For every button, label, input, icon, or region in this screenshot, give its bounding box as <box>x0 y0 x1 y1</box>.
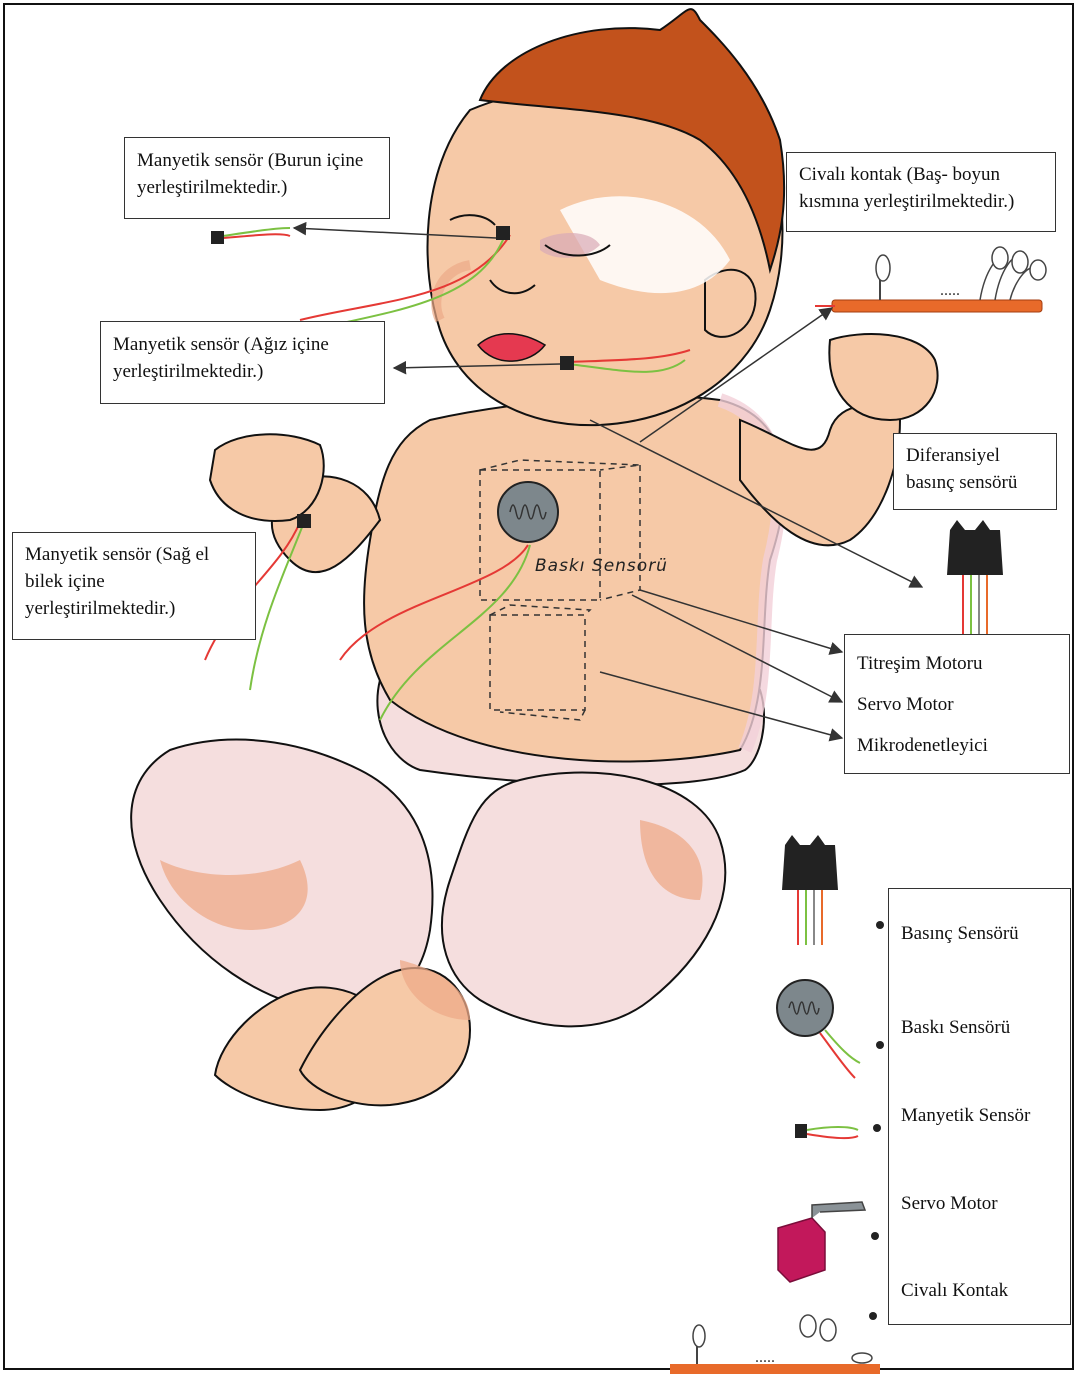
callout-wrist-text: Manyetik sensör (Sağ el bilek içine yerl… <box>25 541 243 622</box>
component-microcontroller: Mikrodenetleyici <box>857 725 1057 766</box>
mercury-switch-top: ..... <box>815 247 1046 312</box>
legend-mercury-contact: Civalı Kontak <box>901 1277 1008 1304</box>
legend-icon-servo <box>778 1202 865 1282</box>
callout-mouth-sensor: Manyetik sensör (Ağız içine yerleştirilm… <box>100 321 385 404</box>
component-vibration-motor: Titreşim Motoru <box>857 643 1057 684</box>
callout-nose-text: Manyetik sensör (Burun içine yerleştiril… <box>137 147 377 201</box>
legend-pad-sensor: Baskı Sensörü <box>901 1014 1010 1041</box>
internal-components-box: Titreşim Motoru Servo Motor Mikrodenetle… <box>844 634 1070 774</box>
pressure-pad <box>498 482 558 542</box>
component-servo-motor: Servo Motor <box>857 684 1057 725</box>
svg-text:.....: ..... <box>940 282 960 299</box>
legend-icon-pad <box>777 980 860 1078</box>
legend-icon-pressure <box>782 835 838 945</box>
legend-magnetic-sensor: Manyetik Sensör <box>901 1102 1030 1129</box>
callout-nose-sensor: Manyetik sensör (Burun içine yerleştiril… <box>124 137 390 219</box>
legend-icon-magnetic <box>795 1124 858 1138</box>
callout-diff-text: Diferansiyel basınç sensörü <box>906 442 1044 496</box>
diff-pressure-sensor <box>947 520 1003 635</box>
torso <box>364 396 784 761</box>
legend-box: Basınç Sensörü Baskı Sensörü Manyetik Se… <box>888 888 1071 1325</box>
callout-diff-pressure: Diferansiyel basınç sensörü <box>893 433 1057 510</box>
svg-text:.....: ..... <box>755 1349 775 1366</box>
legend-servo-motor: Servo Motor <box>901 1190 998 1217</box>
legend-icon-mercury: ..... <box>670 1315 880 1374</box>
callout-wrist-sensor: Manyetik sensör (Sağ el bilek içine yerl… <box>12 532 256 640</box>
callout-neck-text: Civalı kontak (Baş- boyun kısmına yerleş… <box>799 161 1043 215</box>
callout-neck-mercury: Civalı kontak (Baş- boyun kısmına yerleş… <box>786 152 1056 232</box>
legend-dots <box>869 921 884 1320</box>
legend-pressure-sensor: Basınç Sensörü <box>901 920 1019 947</box>
callout-mouth-text: Manyetik sensör (Ağız içine yerleştirilm… <box>113 331 372 385</box>
chest-pad-label: Baskı Sensorü <box>535 556 668 576</box>
